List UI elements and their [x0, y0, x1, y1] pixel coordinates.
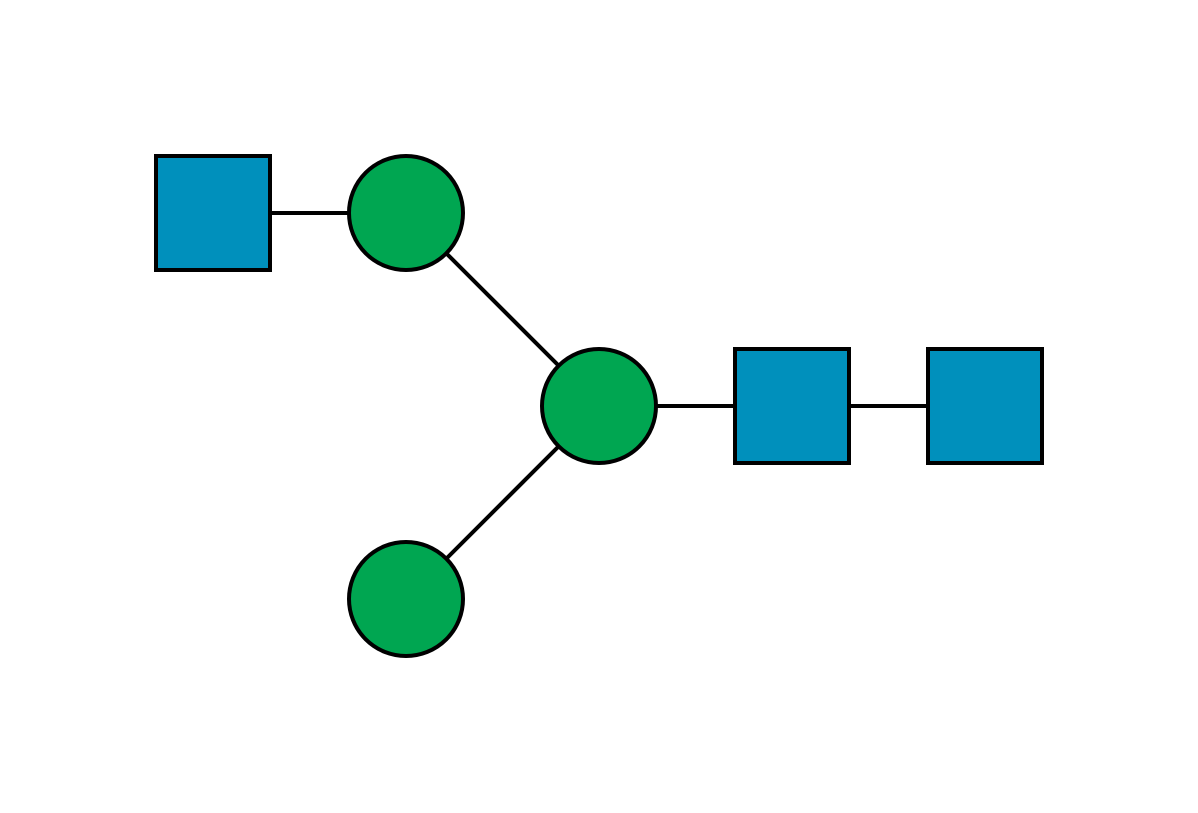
square-top-left-blue-square-icon	[154, 154, 272, 272]
square-right-2-blue-square-icon	[926, 347, 1044, 465]
square-right-1-blue-square-icon	[733, 347, 851, 465]
circle-center-green-circle-icon	[540, 347, 658, 465]
glycan-residues	[154, 154, 1044, 658]
circle-top-green-circle-icon	[347, 154, 465, 272]
circle-bottom-green-circle-icon	[347, 540, 465, 658]
